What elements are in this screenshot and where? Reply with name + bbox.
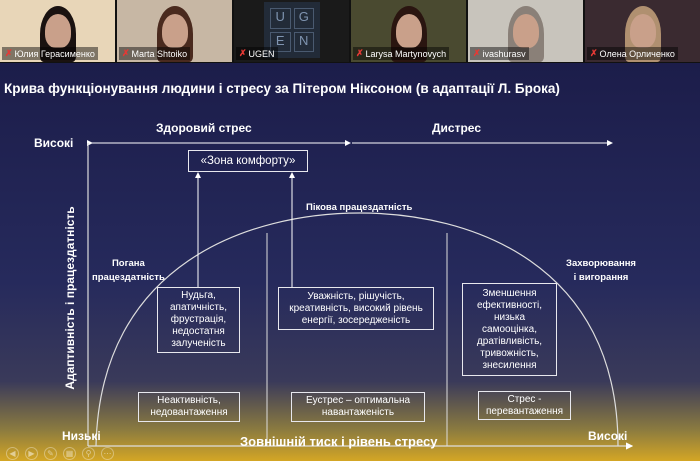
participant-tile[interactable]: ✗Larysa Martynovych	[351, 0, 466, 62]
poor-performance-label: Погана працездатність	[92, 258, 165, 283]
mic-muted-icon: ✗	[122, 48, 130, 58]
attention-box: Уважність, рішучість, креативність, висо…	[278, 287, 434, 330]
efficiency-decrease-box: Зменшення ефективності, низька самооцінк…	[462, 283, 557, 376]
peak-label: Пікова працездатність	[306, 202, 413, 213]
distress-label: Дистрес	[432, 121, 481, 135]
participant-face	[512, 14, 539, 48]
participant-name: ✗ivashurasv	[470, 47, 529, 60]
x-axis-label: Зовнішній тиск і рівень стресу	[240, 434, 438, 449]
zoom-icon[interactable]: ⚲	[82, 447, 95, 460]
y-high-label: Високі	[34, 136, 74, 150]
more-icon[interactable]: ⋯	[101, 447, 114, 460]
participant-face	[629, 14, 656, 48]
x-low-label: Низькі	[62, 429, 101, 443]
participant-name-text: Larysa Martynovych	[365, 48, 447, 59]
participant-face	[161, 14, 188, 48]
participant-name-text: Олена Орличенко	[599, 48, 675, 59]
diagram-lines	[87, 140, 634, 450]
x-high-label: Високі	[588, 429, 628, 443]
participant-tile[interactable]: ✗Олена Орличенко	[585, 0, 700, 62]
y-axis-label: Адаптивність і працездатність	[63, 206, 77, 390]
participant-name: ✗UGEN	[236, 47, 278, 60]
participant-name-text: UGEN	[248, 48, 275, 59]
mic-muted-icon: ✗	[356, 48, 364, 58]
pen-icon[interactable]: ✎	[44, 447, 57, 460]
shared-slide: Крива функціонування людини і стресу за …	[0, 63, 700, 461]
participant-name-text: ivashurasv	[482, 48, 526, 59]
performance-curve	[95, 212, 619, 447]
slide-title: Крива функціонування людини і стресу за …	[4, 81, 560, 96]
healthy-stress-label: Здоровий стрес	[156, 121, 252, 135]
eustress-box: Еустрес – оптимальна навантаженість	[291, 392, 425, 422]
next-icon[interactable]: ▶	[25, 447, 38, 460]
participant-name-text: Marta Shtoiko	[131, 48, 188, 59]
participant-name: ✗Олена Орличенко	[587, 47, 678, 60]
prev-icon[interactable]: ◀	[6, 447, 19, 460]
slide-toolbar: ◀ ▶ ✎ ▦ ⚲ ⋯	[6, 447, 114, 460]
mic-muted-icon: ✗	[473, 48, 481, 58]
participant-tile[interactable]: ✗ivashurasv	[468, 0, 583, 62]
illness-burnout-label: Захворювання і вигорання	[566, 258, 636, 283]
participant-face	[395, 14, 422, 48]
participant-tile[interactable]: ✗Юлия Герасименко	[0, 0, 115, 62]
participant-tile[interactable]: ✗Marta Shtoiko	[117, 0, 232, 62]
mic-muted-icon: ✗	[590, 48, 598, 58]
overload-box: Стрес - перевантаження	[478, 391, 571, 420]
comfort-zone-box: «Зона комфорту»	[188, 150, 308, 172]
boredom-box: Нудьга, апатичність, фрустрація, недоста…	[157, 287, 240, 353]
participant-face	[44, 14, 71, 48]
slides-icon[interactable]: ▦	[63, 447, 76, 460]
mic-muted-icon: ✗	[5, 48, 13, 58]
participant-name: ✗Larysa Martynovych	[353, 47, 450, 60]
inactivity-box: Неактивність, недовантаження	[138, 392, 240, 422]
participant-name-text: Юлия Герасименко	[14, 48, 95, 59]
mic-muted-icon: ✗	[239, 48, 247, 58]
participant-name: ✗Marta Shtoiko	[119, 47, 191, 60]
participant-name: ✗Юлия Герасименко	[2, 47, 98, 60]
